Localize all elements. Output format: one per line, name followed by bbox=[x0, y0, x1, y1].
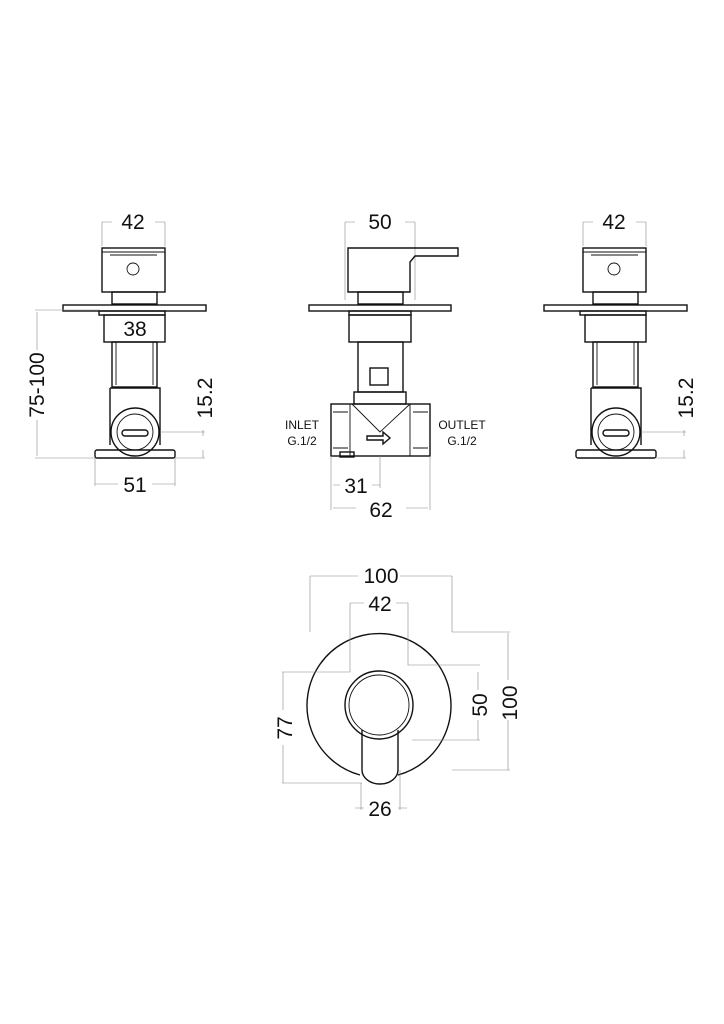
dim-15-2: 15.2 bbox=[194, 378, 217, 419]
dim-50-front: 50 bbox=[469, 693, 492, 716]
dim-26: 26 bbox=[368, 798, 391, 821]
dim-51: 51 bbox=[123, 474, 146, 497]
dim-77: 77 bbox=[274, 716, 297, 739]
dim-42-right: 42 bbox=[602, 211, 625, 234]
center-front-elevation: 50 INLET G.1/2 OUTLET G.1/2 31 62 bbox=[285, 211, 486, 522]
dim-50: 50 bbox=[368, 211, 391, 234]
dim-42-front: 42 bbox=[368, 593, 391, 616]
outlet-thread: G.1/2 bbox=[447, 434, 477, 448]
outlet-label: OUTLET bbox=[438, 418, 486, 432]
dim-100-width: 100 bbox=[363, 565, 398, 588]
dim-75-100: 75-100 bbox=[26, 352, 49, 417]
dim-42: 42 bbox=[121, 211, 144, 234]
dim-31: 31 bbox=[344, 475, 367, 498]
inlet-label: INLET bbox=[285, 418, 320, 432]
dim-100-height: 100 bbox=[499, 685, 522, 720]
dim-62: 62 bbox=[369, 499, 392, 522]
front-plan-view: 100 42 77 50 100 26 bbox=[274, 565, 522, 821]
inlet-thread: G.1/2 bbox=[287, 434, 317, 448]
dim-15-2-right: 15.2 bbox=[675, 378, 698, 419]
dim-38: 38 bbox=[123, 318, 146, 341]
left-side-view: 42 38 75-100 15.2 51 bbox=[26, 211, 217, 497]
right-side-view: 42 15.2 bbox=[543, 211, 698, 459]
